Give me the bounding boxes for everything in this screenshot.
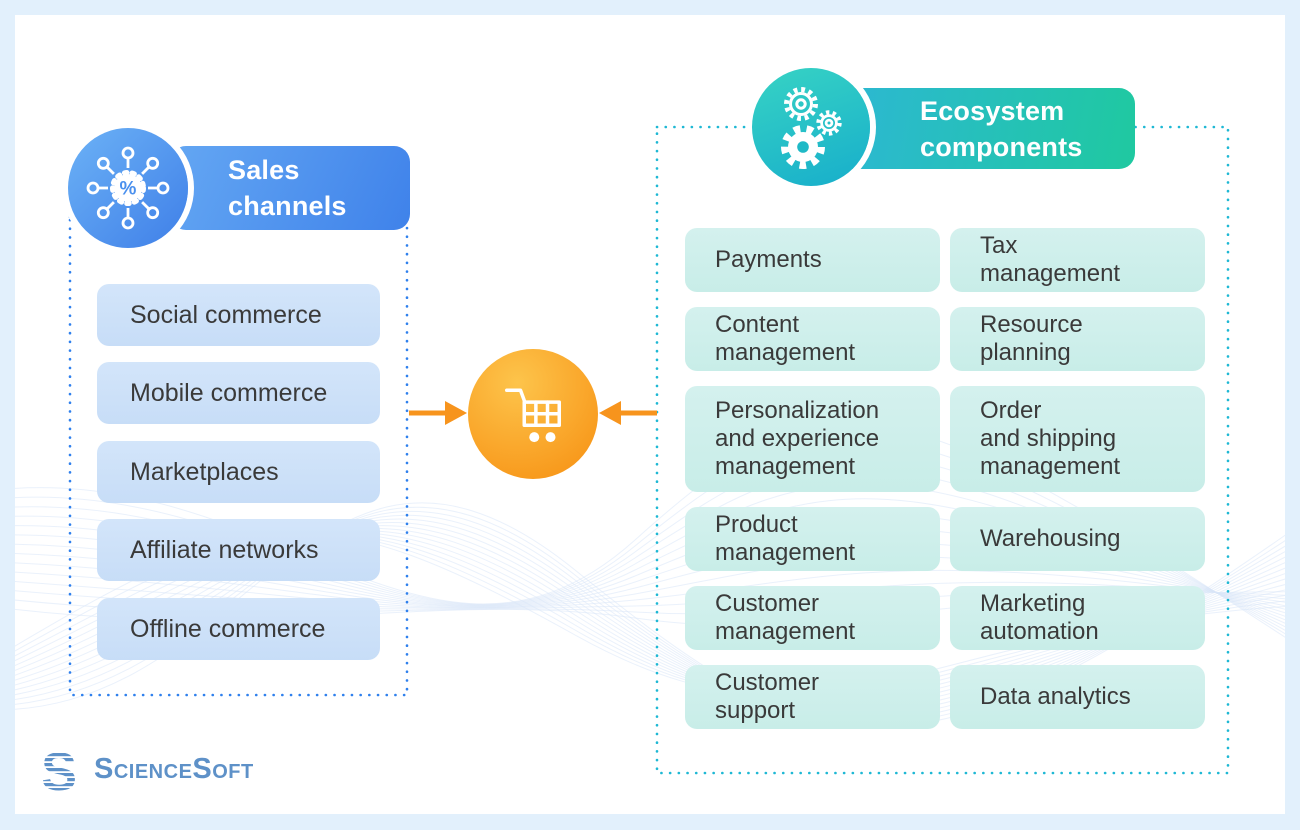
left-arrow-icon — [409, 401, 467, 425]
ecosystem-item: Content management — [685, 307, 940, 371]
sales-channel-item: Social commerce — [97, 284, 380, 346]
ecosystem-components-header: Ecosystem components — [835, 88, 1135, 169]
ecosystem-title-line2: components — [920, 131, 1083, 162]
ecosystem-item: Payments — [685, 228, 940, 292]
ecosystem-item: Product management — [685, 507, 940, 571]
gears-icon — [781, 87, 842, 169]
sciencesoft-logo-icon: S — [43, 748, 77, 794]
ecosystem-item: Warehousing — [950, 507, 1205, 571]
ecosystem-item: Tax management — [950, 228, 1205, 292]
sciencesoft-logo-text: ScienceSoft — [94, 752, 254, 785]
ecosystem-item: Marketing automation — [950, 586, 1205, 650]
ecosystem-item: Data analytics — [950, 665, 1205, 729]
svg-text:%: % — [120, 179, 137, 200]
svg-text:S: S — [43, 748, 77, 794]
ecosystem-item: Resource planning — [950, 307, 1205, 371]
sales-channel-item: Marketplaces — [97, 441, 380, 503]
ecosystem-item: Customer management — [685, 586, 940, 650]
sales-channels-badge: % — [68, 128, 188, 248]
sales-channel-item: Affiliate networks — [97, 519, 380, 581]
ecosystem-item: Personalization and experience managemen… — [685, 386, 940, 492]
sales-channels-header: Sales channels — [170, 146, 410, 230]
sales-channels-title-line2: channels — [228, 191, 347, 221]
sales-channel-item: Offline commerce — [97, 598, 380, 660]
ecommerce-hub-badge — [468, 349, 598, 479]
canvas: Sales channels % Social — [15, 15, 1285, 814]
sales-channels-title-line1: Sales — [228, 155, 300, 185]
shopping-cart-icon — [505, 388, 561, 443]
ecosystem-grid: Payments Tax management Content manageme… — [685, 228, 1205, 729]
ecosystem-item: Order and shipping management — [950, 386, 1205, 492]
sales-channel-item: Mobile commerce — [97, 362, 380, 424]
right-arrow-icon — [599, 401, 657, 425]
ecosystem-title-line1: Ecosystem — [920, 95, 1065, 126]
ecosystem-components-badge — [752, 68, 870, 186]
sales-network-percent-icon: % — [86, 146, 170, 230]
sciencesoft-logo: S ScienceSoft — [43, 748, 254, 794]
ecosystem-item: Customer support — [685, 665, 940, 729]
